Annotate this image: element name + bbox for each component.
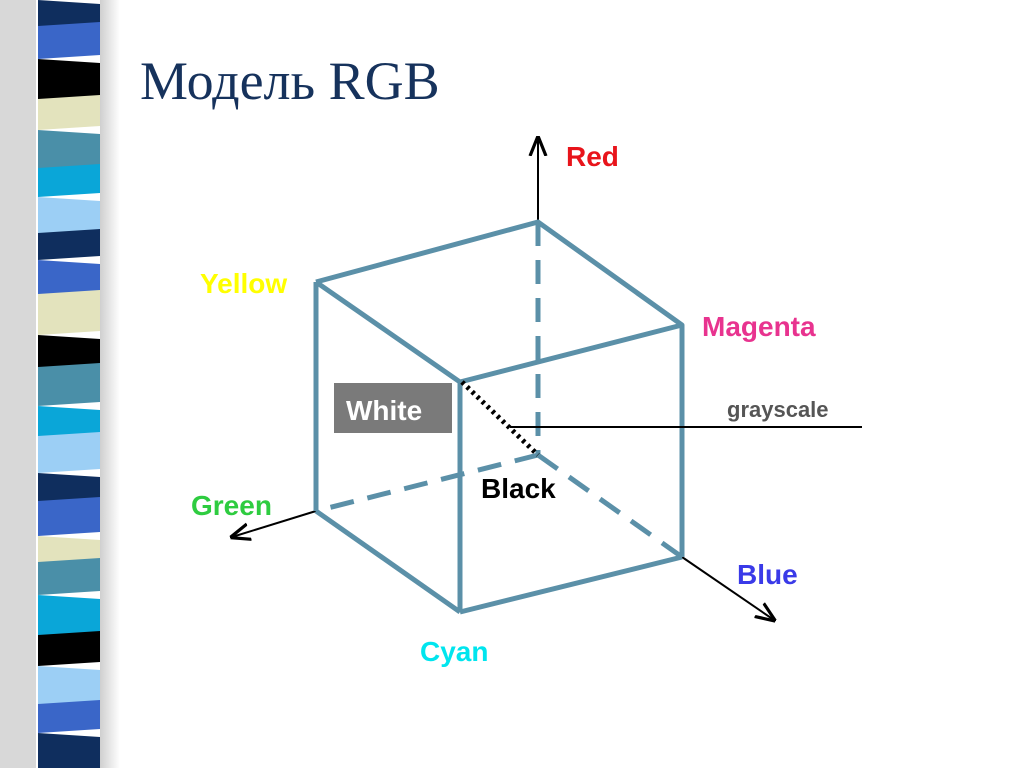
- stripe-segment: [38, 22, 100, 59]
- stripe-segment: [38, 631, 100, 666]
- stripe-segment: [38, 666, 100, 708]
- label-white: White: [346, 395, 422, 426]
- stripe-segment: [38, 290, 100, 335]
- stripe-segment: [38, 260, 100, 298]
- stripe-segment: [38, 130, 100, 172]
- cube-edge-cyan-blue: [459, 554, 683, 615]
- stripe-segments: [38, 0, 100, 768]
- label-cyan: Cyan: [420, 636, 488, 667]
- stripe-segment: [38, 0, 100, 30]
- stripe-segment: [38, 197, 100, 237]
- stripe-segment: [38, 473, 100, 505]
- cube-edge-hidden-green: [315, 452, 539, 514]
- green-axis-arrow: [232, 510, 317, 537]
- stripe-segment: [38, 536, 100, 566]
- label-black: Black: [481, 473, 556, 504]
- label-blue: Blue: [737, 559, 798, 590]
- stripe-segment: [38, 733, 100, 768]
- stripe-segment: [38, 335, 100, 371]
- stripe-segment: [38, 497, 100, 536]
- cube-top-face: [314, 219, 685, 385]
- label-yellow: Yellow: [200, 268, 287, 299]
- stripe-segment: [38, 558, 100, 595]
- stripe-segment: [38, 95, 100, 130]
- stripe-segment: [38, 229, 100, 260]
- label-green: Green: [191, 490, 272, 521]
- page-title: Модель RGB: [140, 51, 440, 111]
- blue-axis-arrow: [681, 556, 774, 620]
- cube-edge-hidden-blue: [536, 452, 684, 560]
- label-red: Red: [566, 141, 619, 172]
- white-label-box: [334, 383, 452, 433]
- grayscale-diagonal: [460, 380, 540, 457]
- stripe-segment: [38, 700, 100, 733]
- cube-edge-green-cyan: [314, 508, 462, 615]
- stripe-segment: [38, 406, 100, 440]
- stripe-segment: [38, 432, 100, 473]
- stripe-segment: [38, 363, 100, 406]
- label-magenta: Magenta: [702, 311, 816, 342]
- stripe-segment: [38, 59, 100, 103]
- stripe-segment: [38, 164, 100, 197]
- stripe-segment: [38, 595, 100, 639]
- label-grayscale: grayscale: [727, 397, 829, 422]
- decorative-stripe-bar: [0, 0, 120, 768]
